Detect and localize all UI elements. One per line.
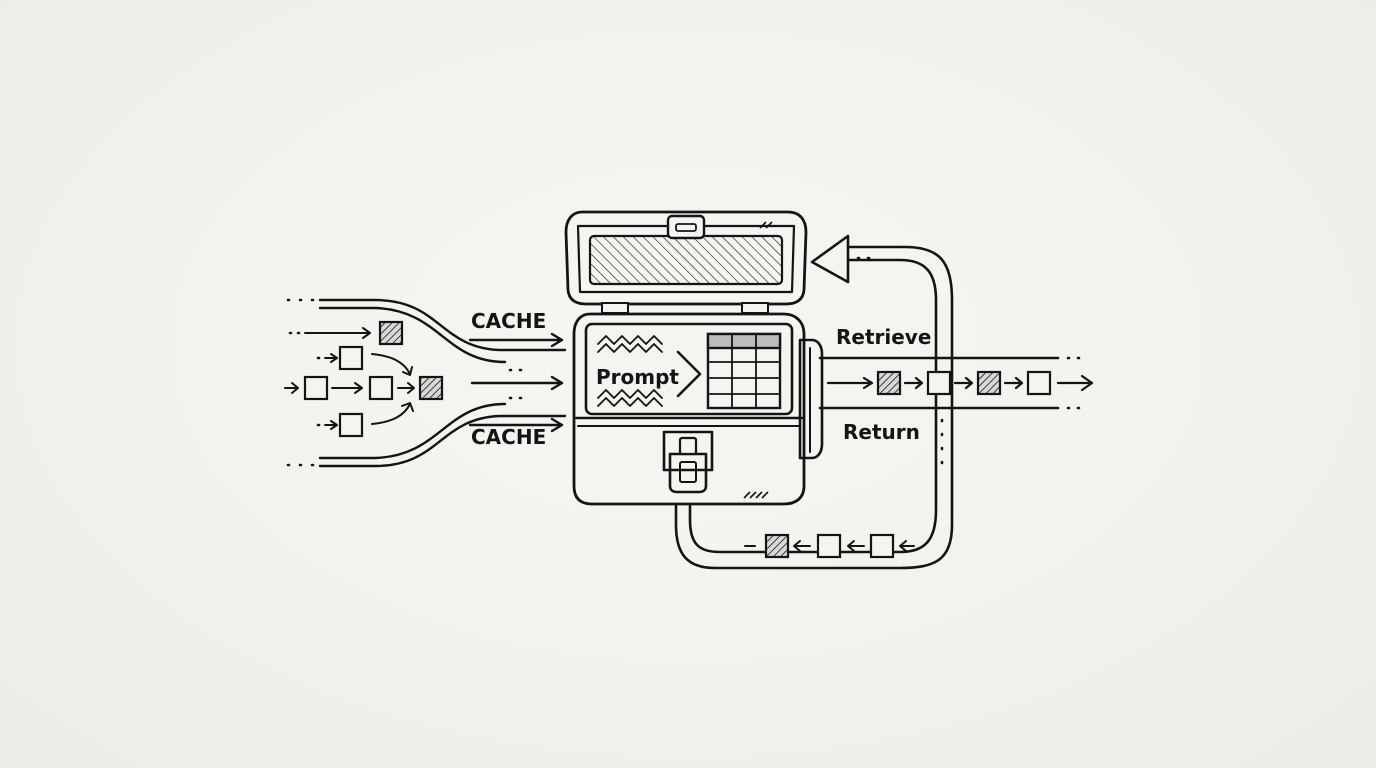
token-block (368, 375, 394, 401)
funnel-bottom-curve (318, 414, 567, 468)
input-arrows (284, 327, 415, 430)
cached-block (764, 533, 790, 559)
toolbox-icon: Prompt (564, 210, 824, 506)
chevron-right-icon (676, 350, 702, 398)
loop-arrow-head (810, 234, 850, 284)
token-block (1026, 370, 1052, 396)
input-stream: CACHE CACHE (284, 298, 567, 468)
toolbox-lid (564, 210, 808, 306)
cached-block (876, 370, 902, 396)
latch-icon (662, 430, 714, 494)
output-stream: Retrieve Return (818, 325, 1094, 444)
lid-clip (666, 214, 706, 240)
token-block (338, 412, 364, 438)
lid-rim (576, 224, 796, 294)
token-block (338, 345, 364, 371)
loop-dots (856, 256, 944, 465)
return-loop (674, 234, 954, 570)
funnel-bottom-curve-inner (318, 402, 507, 460)
cached-block (378, 320, 404, 346)
return-label: Return (843, 420, 920, 444)
loop-outer (688, 258, 938, 554)
return-arrows (744, 540, 915, 552)
token-block (303, 375, 329, 401)
lid-glass (588, 234, 784, 286)
funnel-top-curve-inner (318, 306, 507, 364)
loop-inner (674, 245, 954, 570)
funnel-top-curve (318, 298, 567, 352)
token-block (816, 533, 842, 559)
table-icon (706, 332, 782, 410)
token-block (926, 370, 952, 396)
toolbox-body (572, 312, 806, 506)
dotted-leaders (286, 298, 523, 467)
token-block (869, 533, 895, 559)
side-handle (798, 338, 824, 460)
prompt-label: Prompt (596, 365, 679, 389)
cached-block (418, 375, 444, 401)
cached-block (976, 370, 1002, 396)
main-input-arrows (468, 332, 564, 433)
cache-label-bottom: CACHE (471, 425, 546, 449)
cache-label-top: CACHE (471, 309, 546, 333)
output-arrows (826, 374, 1094, 392)
retrieve-label: Retrieve (836, 325, 931, 349)
prompt-pattern-icon (597, 335, 663, 407)
